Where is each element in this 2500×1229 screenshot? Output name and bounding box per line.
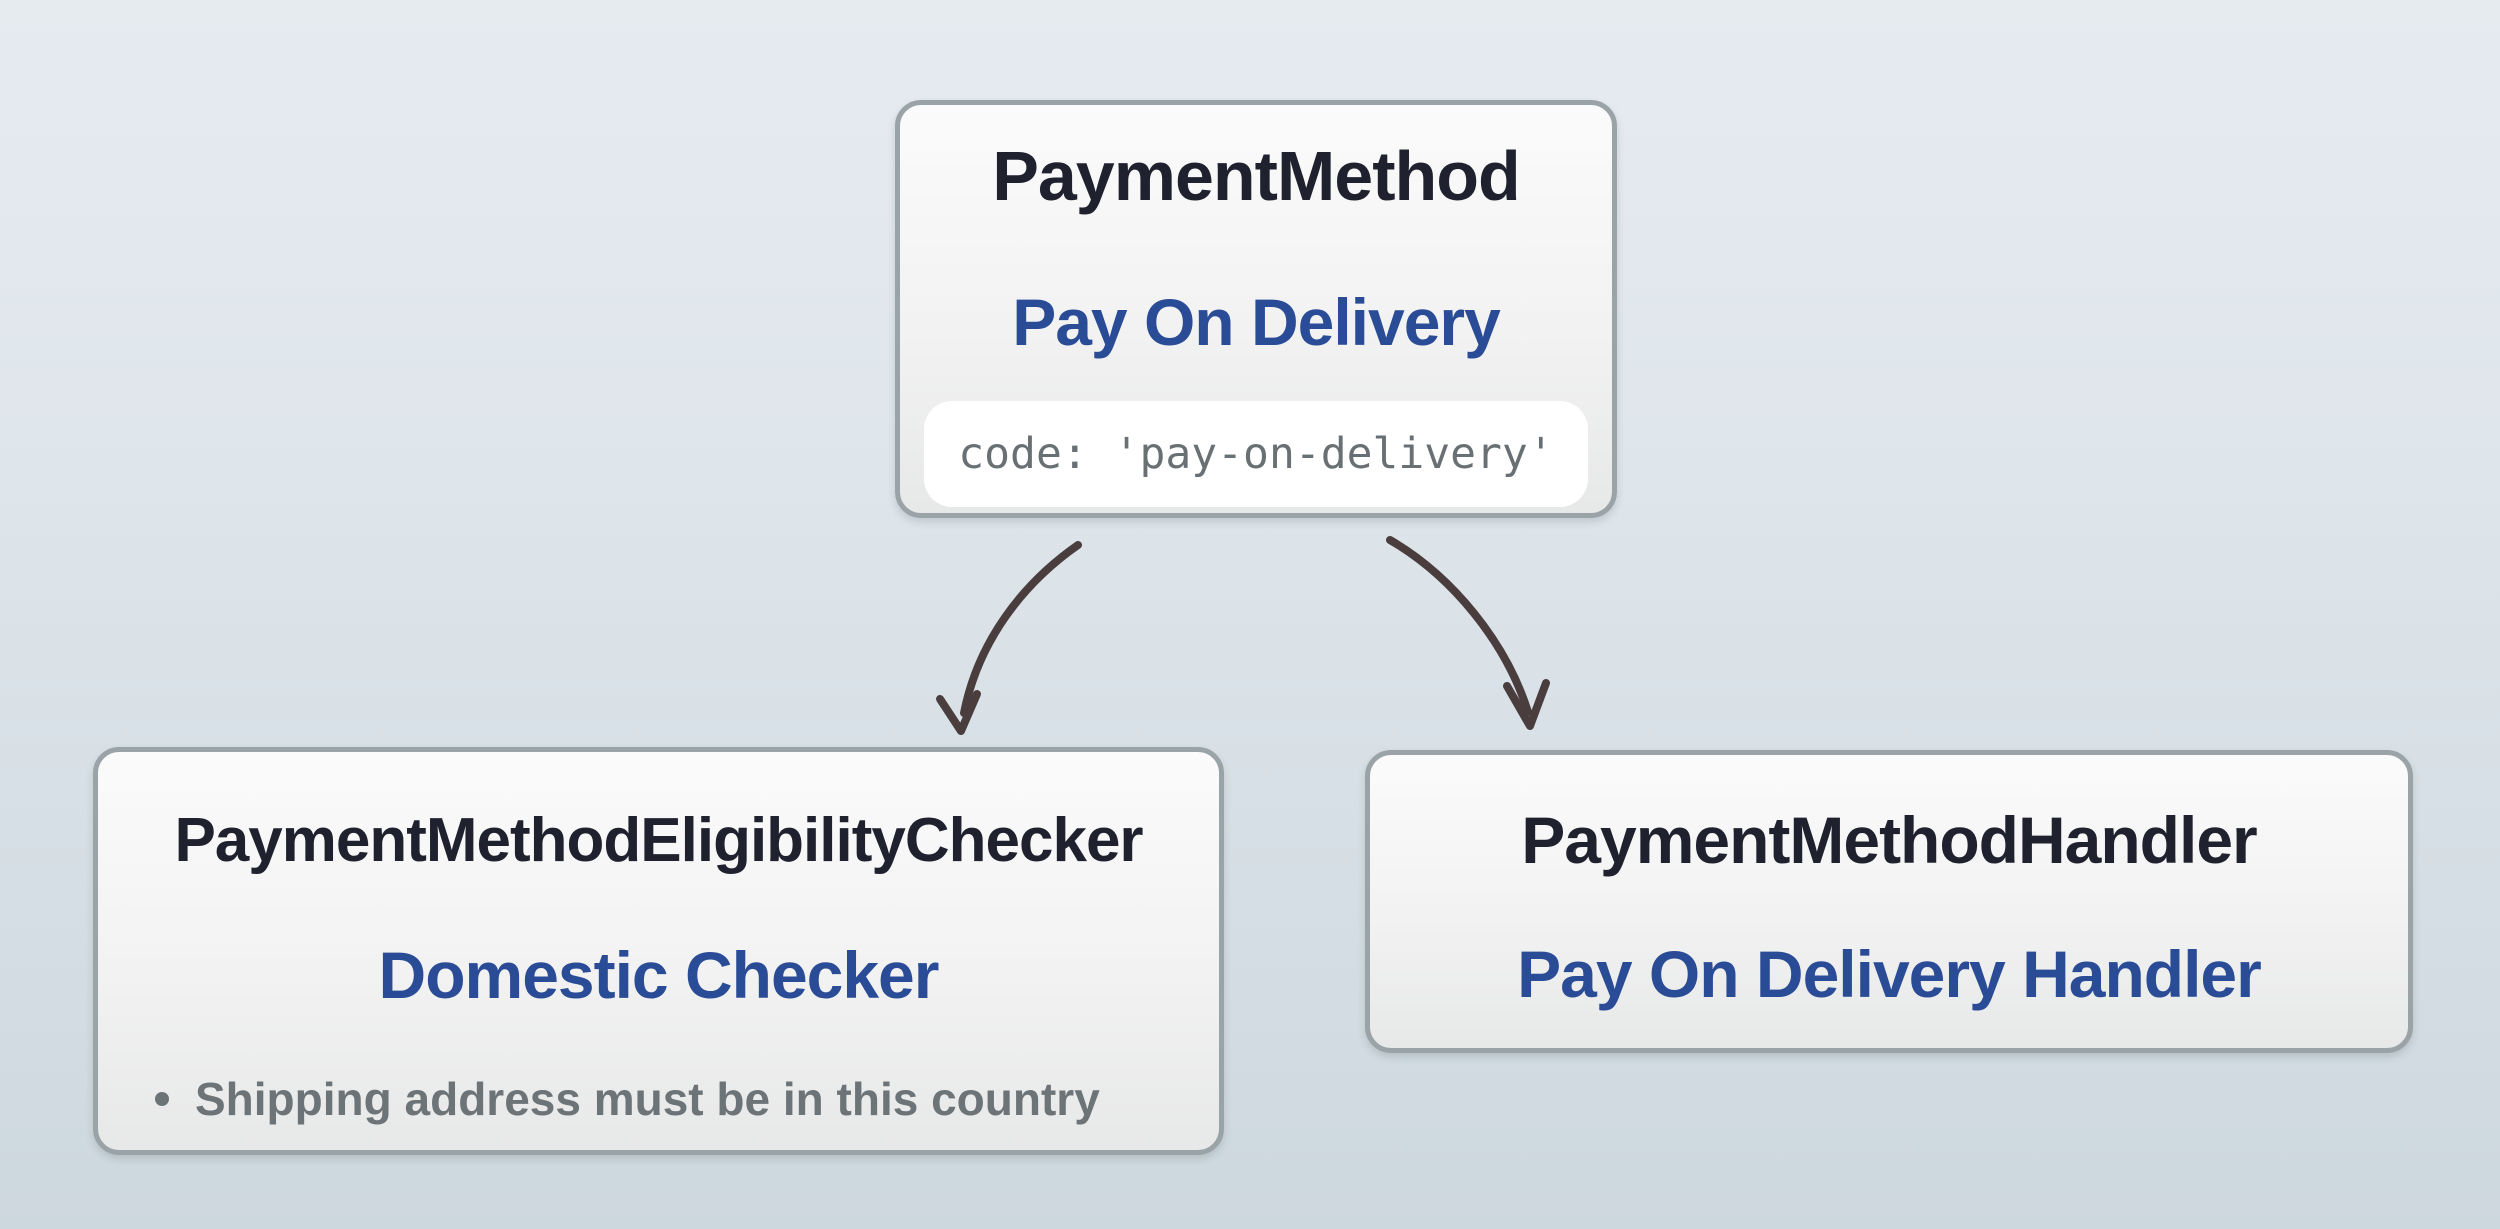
payment-method-title: PaymentMethod xyxy=(992,137,1521,215)
bullet-icon xyxy=(155,1092,169,1107)
eligibility-rule-text: Shipping address must be in this country xyxy=(195,1073,1100,1125)
arrow-to-handler-head xyxy=(1503,679,1550,730)
eligibility-checker-title: PaymentMethodEligibilityChecker xyxy=(174,806,1143,875)
payment-method-code: code: 'pay-on-delivery' xyxy=(958,429,1554,479)
eligibility-checker-node: PaymentMethodEligibilityChecker Domestic… xyxy=(93,747,1224,1155)
handler-title: PaymentMethodHandler xyxy=(1521,803,2257,877)
payment-method-node: PaymentMethod Pay On Delivery code: 'pay… xyxy=(895,100,1617,518)
handler-node: PaymentMethodHandler Pay On Delivery Han… xyxy=(1365,750,2413,1053)
handler-subtitle: Pay On Delivery Handler xyxy=(1517,937,2262,1011)
arrow-to-handler-shaft xyxy=(1386,536,1532,716)
payment-method-subtitle: Pay On Delivery xyxy=(1012,285,1501,359)
payment-method-code-pill: code: 'pay-on-delivery' xyxy=(924,401,1588,507)
eligibility-checker-subtitle: Domestic Checker xyxy=(378,938,940,1012)
arrow-to-eligibility-checker-shaft xyxy=(960,541,1082,717)
arrow-to-eligibility-checker-head xyxy=(936,690,981,735)
eligibility-rule-item: Shipping address must be in this country xyxy=(98,1074,1219,1125)
